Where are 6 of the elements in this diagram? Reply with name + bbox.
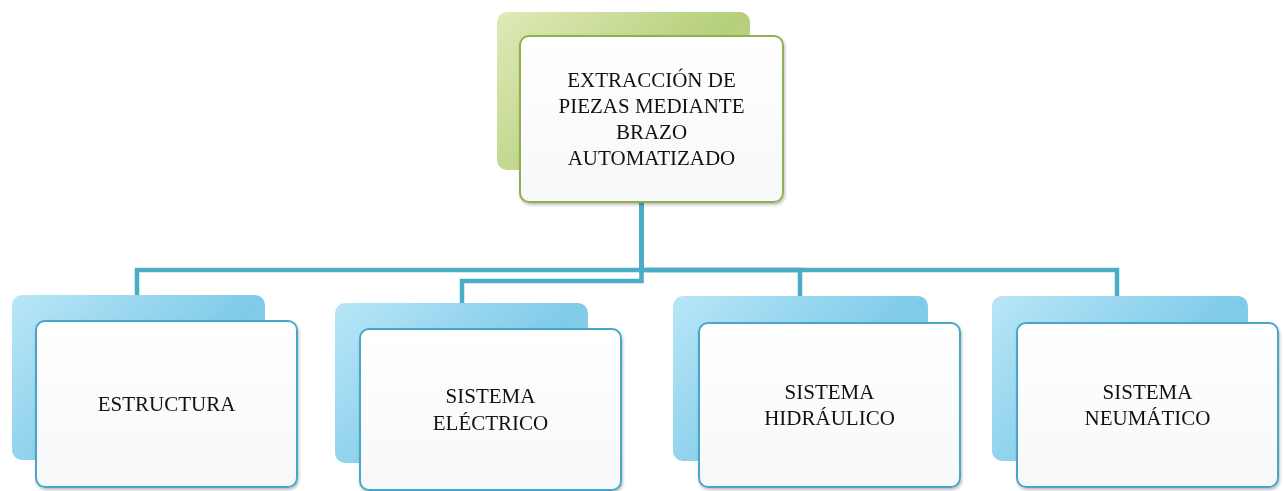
node-label: SISTEMA NEUMÁTICO [1083,378,1212,432]
connector-line [639,203,1120,296]
node-label: ESTRUCTURA [97,390,236,418]
node-label: SISTEMA ELÉCTRICO [431,383,550,436]
node-label: EXTRACCIÓN DE PIEZAS MEDIANTE BRAZO AUTOMATIZADO [557,66,746,172]
node-label: SISTEMA HIDRÁULICO [763,378,896,432]
